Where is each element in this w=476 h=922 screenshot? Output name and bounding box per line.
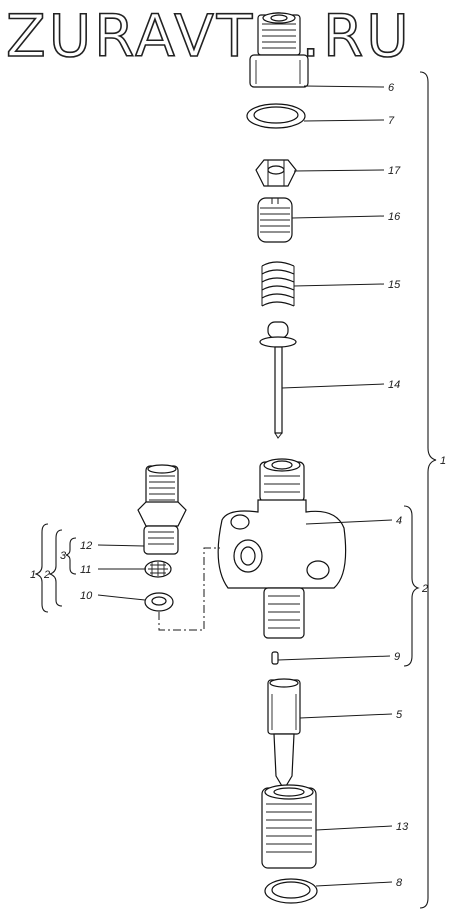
brace-label-assembly-1: 1 bbox=[440, 455, 446, 467]
callout-10: 10 bbox=[80, 590, 93, 602]
brace-label-left-1: 1 bbox=[30, 569, 36, 581]
callout-5: 5 bbox=[396, 709, 403, 721]
part-7-washer bbox=[246, 103, 306, 129]
callout-9: 9 bbox=[394, 651, 400, 663]
callout-8: 8 bbox=[396, 877, 403, 889]
leader-lines bbox=[97, 85, 393, 887]
callout-7: 7 bbox=[388, 115, 395, 127]
part-13-nozzle-nut bbox=[261, 784, 317, 869]
callout-17: 17 bbox=[388, 165, 401, 177]
part-14-spindle-rod bbox=[259, 321, 297, 439]
part-5-nozzle bbox=[267, 678, 301, 787]
part-10-washer bbox=[144, 592, 174, 612]
callout-6: 6 bbox=[388, 82, 395, 94]
part-8-washer bbox=[264, 878, 318, 904]
assembly-axis-line bbox=[158, 547, 220, 631]
callout-16: 16 bbox=[388, 211, 401, 223]
callout-12: 12 bbox=[80, 540, 92, 552]
callout-13: 13 bbox=[396, 821, 409, 833]
part-16-adjusting-screw bbox=[257, 197, 293, 243]
part-4-injector-body bbox=[217, 458, 347, 665]
brace-label-left-2: 2 bbox=[43, 569, 50, 581]
part-12-inlet-fitting bbox=[137, 464, 187, 555]
brace-label-left-3: 3 bbox=[60, 550, 67, 562]
brace-label-subassembly-2: 2 bbox=[421, 583, 428, 595]
part-15-spring bbox=[261, 261, 295, 307]
brace-assembly-1 bbox=[419, 71, 437, 909]
callout-labels: 6 7 17 16 15 14 4 9 5 13 8 12 11 10 bbox=[80, 82, 409, 889]
callout-15: 15 bbox=[388, 279, 401, 291]
part-6-cap-nut bbox=[249, 12, 309, 88]
brace-left-3 bbox=[65, 537, 77, 575]
brace-subassembly-2 bbox=[403, 505, 420, 667]
callout-4: 4 bbox=[396, 515, 402, 527]
part-11-filter bbox=[144, 560, 172, 578]
brace-left-1 bbox=[34, 523, 49, 613]
callout-11: 11 bbox=[80, 564, 91, 576]
part-17-hex-nut bbox=[255, 159, 297, 187]
brace-left-2 bbox=[48, 529, 63, 607]
callout-14: 14 bbox=[388, 379, 400, 391]
watermark-text: ZURAVTO.RU bbox=[6, 2, 412, 70]
